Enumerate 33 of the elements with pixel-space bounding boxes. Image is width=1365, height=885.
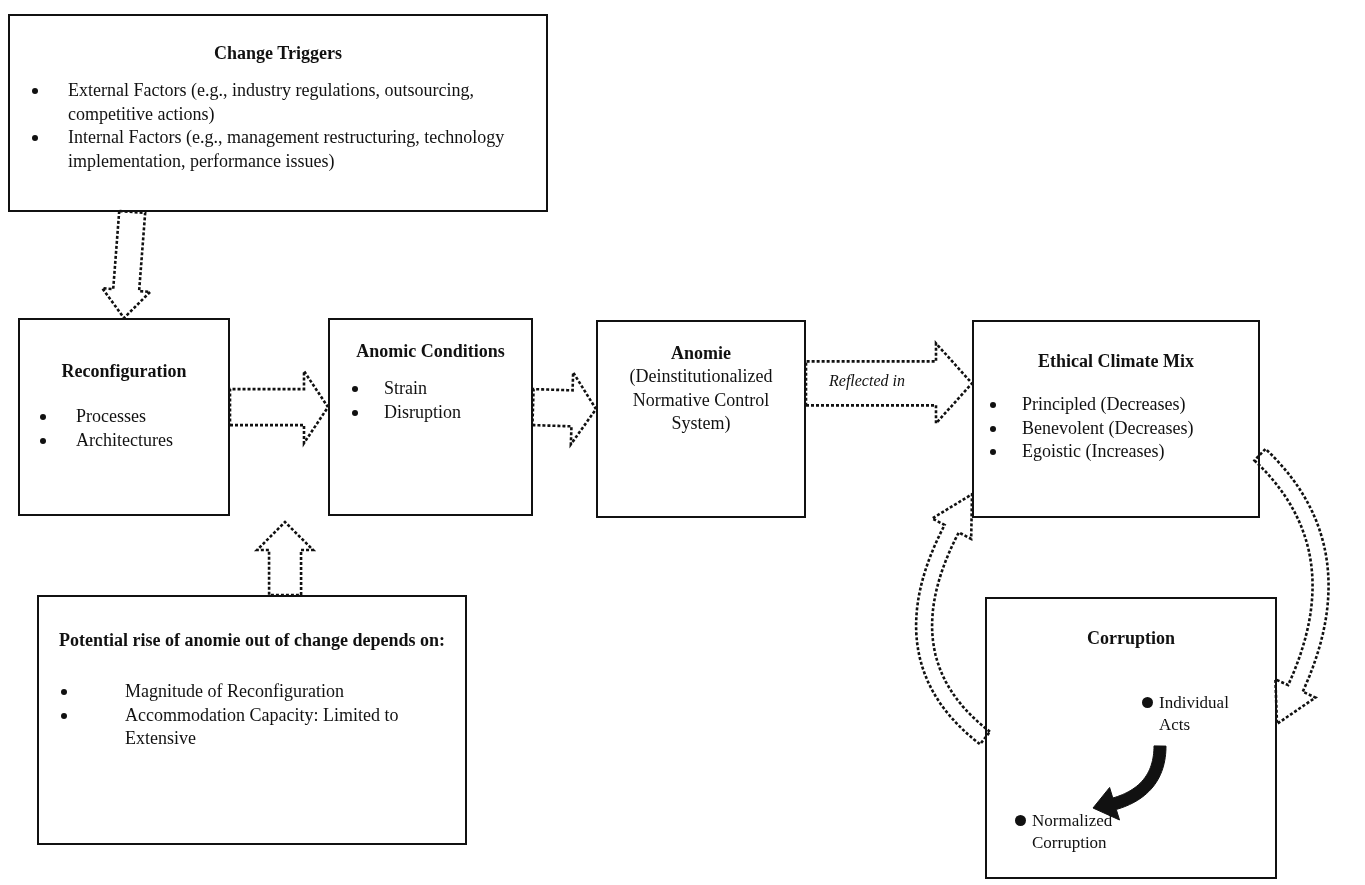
- node-heading: Anomie: [670, 342, 732, 365]
- bullet-text: Accommodation Capacity: Limited to Extensive: [125, 703, 400, 751]
- bullet-text: Principled (Decreases): [1022, 393, 1186, 417]
- process-box: [18, 318, 230, 516]
- bullet-text: External Factors (e.g., industry regulations, outsourcing, competitive actions): [68, 79, 475, 126]
- node-heading: Ethical Climate Mix: [1037, 350, 1195, 373]
- node-text: (Deinstitutionalized Normative Control System): [628, 365, 774, 436]
- process-box: [985, 597, 1277, 879]
- process-box: [596, 320, 806, 518]
- node-heading: Potential rise of anomie out of change depends on:: [58, 629, 446, 652]
- process-box: [8, 14, 548, 212]
- process-box: [328, 318, 533, 516]
- bullet-text: Strain: [384, 377, 427, 401]
- block-arrow: [914, 491, 992, 747]
- node-heading: Corruption: [1086, 627, 1176, 650]
- node-heading: Anomic Conditions: [355, 340, 506, 363]
- bullet-text: Egoistic (Increases): [1022, 440, 1165, 464]
- block-arrow: [99, 209, 153, 320]
- bullet-text: Processes: [76, 405, 146, 429]
- node-heading: Change Triggers: [213, 42, 343, 65]
- process-box: [972, 320, 1260, 518]
- bullet-text: Disruption: [384, 400, 461, 424]
- edge-label: Reflected in: [826, 372, 908, 391]
- block-arrow: [253, 520, 317, 597]
- node-heading: Reconfiguration: [60, 360, 188, 383]
- bullet-text: Magnitude of Reconfiguration: [125, 680, 344, 704]
- node-text: Normalized Corruption: [1032, 810, 1114, 855]
- node-text: Individual Acts: [1159, 692, 1230, 737]
- process-box: [37, 595, 467, 845]
- bullet-text: Benevolent (Decreases): [1022, 416, 1194, 440]
- bullet-text: Architectures: [76, 428, 173, 452]
- block-arrow: [1252, 447, 1330, 727]
- bullet-text: Internal Factors (e.g., management restructuring, technology implementation, performance issues): [68, 126, 506, 173]
